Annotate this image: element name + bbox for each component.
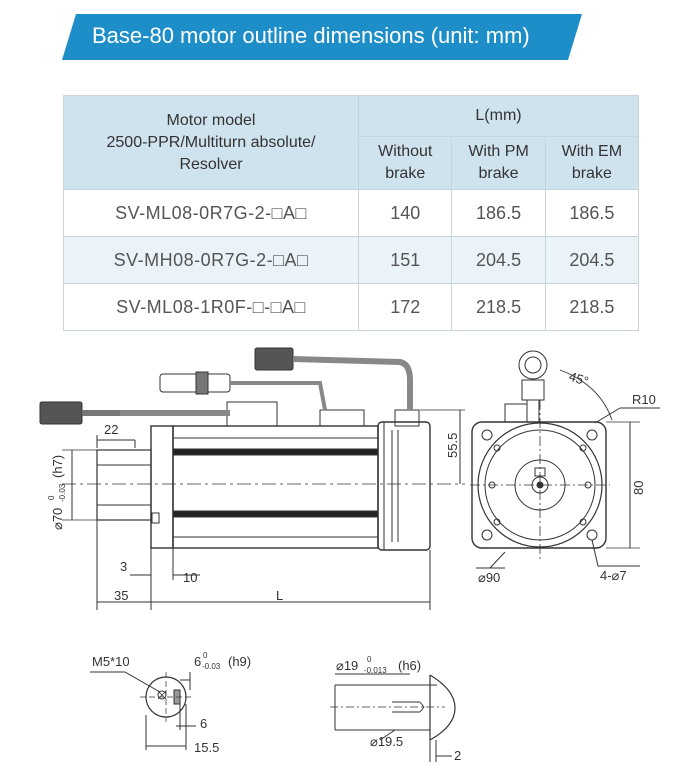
motor-model-header: Motor model 2500-PPR/Multiturn absolute/… <box>62 95 360 190</box>
value-cell: 172 <box>358 283 453 331</box>
motor-model-header-line1: Motor model <box>166 111 256 129</box>
col-with-pm-brake: With PM brake <box>451 136 546 190</box>
table-row: SV-ML08-0R7G-2-□A□ 140 186.5 186.5 <box>62 189 640 237</box>
value-cell: 151 <box>358 236 453 284</box>
dim-r10: R10 <box>632 392 656 407</box>
model-cell: SV-MH08-0R7G-2-□A□ <box>62 236 360 284</box>
col-with-pm-brake-line1: With PM <box>468 143 529 160</box>
motor-side-view <box>39 347 465 610</box>
banner-title: Base-80 motor outline dimensions (unit: … <box>92 23 530 48</box>
col-with-em-brake-line1: With EM <box>561 143 623 160</box>
dim-phi70-tol-upper: 0 <box>47 495 56 500</box>
model-cell: SV-ML08-1R0F-□-□A□ <box>62 283 360 331</box>
col-without-brake-line1: Without <box>378 143 433 160</box>
l-header: L(mm) <box>358 95 639 137</box>
dim-phi19-5: ⌀19.5 <box>370 734 403 749</box>
dim-45-deg: 45° <box>567 369 590 389</box>
dim-6-key-tol-upper: 0 <box>203 651 208 660</box>
dim-phi70-tol-lower: -0.03 <box>58 483 67 502</box>
dim-phi19-tol-upper: 0 <box>367 655 372 664</box>
value-cell: 140 <box>358 189 453 237</box>
motor-model-header-line2: 2500-PPR/Multiturn absolute/ <box>106 133 316 151</box>
outline-drawing: 22 ⌀70 0 -0.03 (h7) 3 10 35 L 55.5 45° R… <box>39 347 660 763</box>
value-cell: 186.5 <box>544 189 640 237</box>
dim-phi19: ⌀19 <box>336 658 358 673</box>
col-without-brake: Without brake <box>358 136 453 190</box>
dim-6: 6 <box>200 716 207 731</box>
dim-4-phi7: 4-⌀7 <box>600 568 627 583</box>
value-cell: 218.5 <box>451 283 546 331</box>
dimensions-table: Motor model 2500-PPR/Multiturn absolute/… <box>62 95 640 331</box>
dim-m5x10: M5*10 <box>92 654 130 669</box>
dim-6-key: 6 <box>194 654 201 669</box>
section-banner: Base-80 motor outline dimensions (unit: … <box>62 14 582 60</box>
col-with-em-brake: With EM brake <box>544 136 640 190</box>
value-cell: 204.5 <box>544 236 640 284</box>
dim-phi19-tol-lower: -0.013 <box>364 666 387 675</box>
model-cell: SV-ML08-0R7G-2-□A□ <box>62 189 360 237</box>
value-cell: 186.5 <box>451 189 546 237</box>
col-with-em-brake-line2: brake <box>571 165 612 182</box>
value-cell: 218.5 <box>544 283 640 331</box>
shaft-end-detail <box>90 671 196 750</box>
shaft-profile-detail <box>330 673 456 762</box>
motor-front-view <box>470 350 660 569</box>
dim-6-key-tol-lower: -0.03 <box>202 662 221 671</box>
dim-L: L <box>276 588 283 603</box>
value-cell: 204.5 <box>451 236 546 284</box>
col-with-pm-brake-line2: brake <box>478 165 519 182</box>
dim-15-5: 15.5 <box>194 740 219 755</box>
motor-model-header-line3: Resolver <box>179 155 243 173</box>
dim-55-5: 55.5 <box>445 433 460 458</box>
dim-35: 35 <box>114 588 128 603</box>
dim-80: 80 <box>631 481 646 495</box>
table-row: SV-ML08-1R0F-□-□A□ 172 218.5 218.5 <box>62 283 640 331</box>
dim-10: 10 <box>183 570 197 585</box>
dim-phi70: ⌀70 <box>50 508 65 530</box>
dim-22: 22 <box>104 422 118 437</box>
col-without-brake-line2: brake <box>385 165 426 182</box>
dim-6-key-fit: (h9) <box>228 654 251 669</box>
banner-background <box>62 14 582 60</box>
table-row: SV-MH08-0R7G-2-□A□ 151 204.5 204.5 <box>62 236 640 284</box>
dim-2: 2 <box>454 748 461 763</box>
dim-3: 3 <box>120 559 127 574</box>
dim-phi90: ⌀90 <box>478 570 500 585</box>
dim-phi70-fit: (h7) <box>50 455 65 478</box>
dim-phi19-fit: (h6) <box>398 658 421 673</box>
